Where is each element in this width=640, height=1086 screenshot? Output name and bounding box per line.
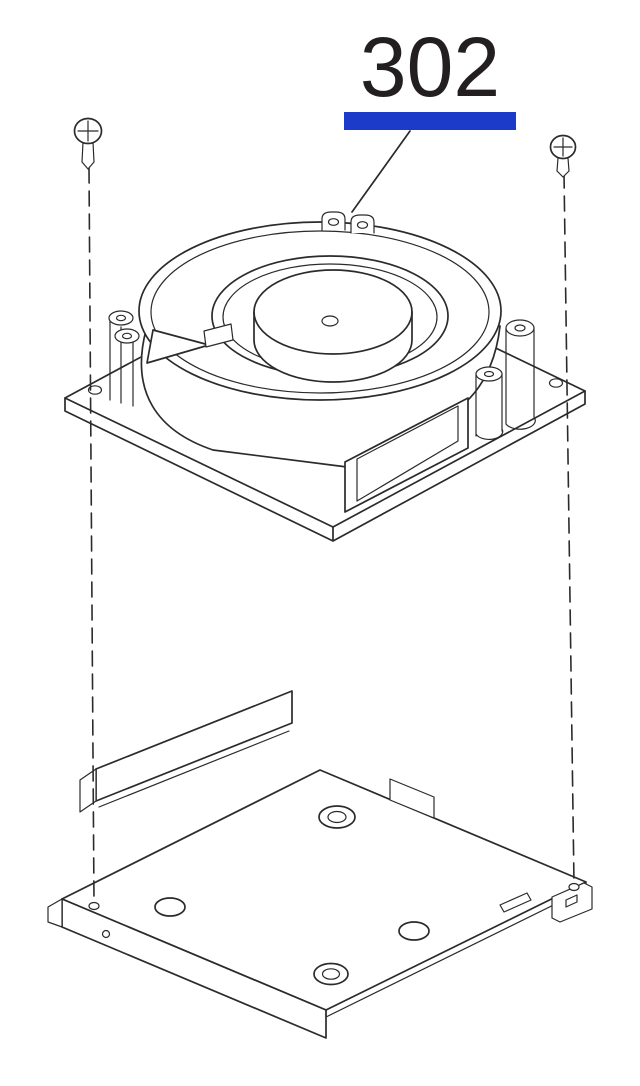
screw-left — [73, 117, 103, 170]
plate-right-bracket — [551, 882, 593, 923]
screw-right-phillips-icon — [553, 137, 573, 157]
fan-base-plate-thickness — [64, 390, 586, 542]
plate-screw-hole-left — [88, 901, 100, 911]
fan-hub-hole — [321, 315, 339, 327]
fan-right-boss-rear-hole — [514, 324, 526, 332]
fan-plate-hole-left — [87, 385, 103, 395]
plate-left-tip — [47, 898, 63, 928]
plate-ringed-hole-top-inner — [327, 810, 347, 824]
plate-hole-left — [154, 897, 186, 917]
plate-hole-right — [398, 921, 430, 941]
fan-left-boss-upper-hole — [115, 314, 127, 322]
part-highlight-bar[interactable] — [344, 112, 516, 130]
plate-right-bracket-slot — [565, 894, 578, 908]
fan-outlet-duct-inner — [356, 405, 459, 502]
part-callout: 302 — [344, 20, 516, 213]
dashed-axis-left — [88, 167, 95, 904]
dashed-axis-right — [563, 172, 575, 885]
plate-top-tab — [389, 778, 435, 819]
fan-plate-hole-right — [548, 378, 564, 388]
part-number-label[interactable]: 302 — [360, 20, 500, 114]
plate-lip-hole — [101, 929, 111, 939]
screw-right-shank — [556, 157, 570, 178]
plate-ringed-hole-bottom-inner — [321, 968, 341, 980]
fan-connector-block — [203, 323, 234, 348]
fan-housing-rim-inner — [150, 230, 490, 394]
fan-right-boss-front-side — [475, 373, 504, 440]
screw-left-shank — [81, 141, 95, 170]
plate-screw-hole-right — [568, 882, 580, 892]
fan-mounting-plate — [47, 690, 593, 1039]
blower-fan-assembly — [64, 211, 586, 542]
assembly-axes — [88, 167, 575, 904]
screw-left-phillips-icon — [77, 120, 99, 142]
plate-rear-wall-end-flap — [79, 768, 97, 813]
fan-right-boss-front-hole — [483, 370, 495, 378]
screw-right — [549, 134, 577, 178]
fan-outlet-duct-outer — [344, 397, 469, 513]
plate-rear-wall — [95, 690, 293, 802]
fan-rotor-top — [253, 269, 413, 355]
fan-top-tab-right-hole — [356, 221, 369, 229]
plate-rear-wall-crease — [98, 730, 290, 808]
fan-scroll-tongue — [146, 329, 210, 364]
fan-left-boss-lower-hole — [121, 332, 133, 340]
callout-leader-line — [351, 130, 411, 213]
fan-right-boss-rear-side — [505, 327, 536, 430]
fan-rotor-side — [253, 311, 413, 383]
plate-right-notch — [499, 892, 532, 913]
fan-top-tab-left-hole — [327, 218, 340, 226]
